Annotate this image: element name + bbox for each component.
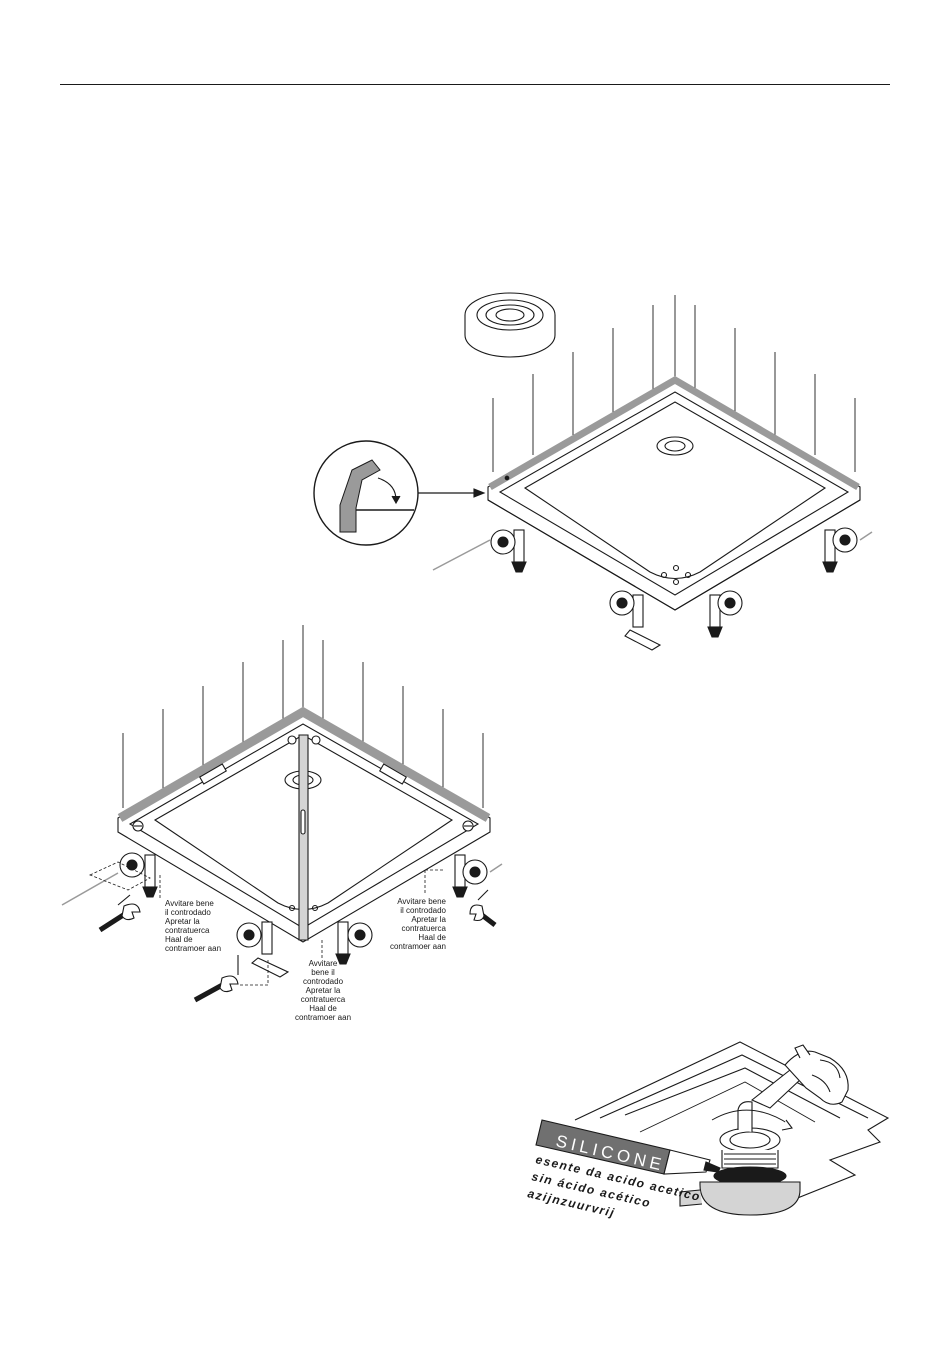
note-center-line: Haal de bbox=[309, 1004, 337, 1013]
note-center-line: bene il bbox=[311, 968, 335, 977]
figure-tray-tape bbox=[314, 293, 872, 650]
note-left-line: Avvitare bene bbox=[165, 899, 214, 908]
note-left-line: il controdado bbox=[165, 908, 211, 917]
shower-tray bbox=[488, 378, 860, 610]
leveling-notes-center: Avvitare bene il controdado Apretar la c… bbox=[295, 959, 351, 1022]
tape-roll-icon bbox=[465, 293, 555, 357]
note-right-line: contramoer aan bbox=[390, 942, 446, 951]
note-center-line: contramoer aan bbox=[295, 1013, 351, 1022]
note-center-line: contratuerca bbox=[301, 995, 346, 1004]
note-right-line: Avvitare bene bbox=[397, 897, 446, 906]
note-right-line: il controdado bbox=[400, 906, 446, 915]
note-left-line: Apretar la bbox=[165, 917, 200, 926]
note-center-line: controdado bbox=[303, 977, 344, 986]
leveling-notes-right: Avvitare bene il controdado Apretar la c… bbox=[390, 897, 447, 951]
note-center-line: Apretar la bbox=[306, 986, 341, 995]
tape-detail-magnifier bbox=[314, 441, 484, 545]
note-right-line: Apretar la bbox=[411, 915, 446, 924]
spirit-level-icon bbox=[299, 735, 308, 940]
note-right-line: Haal de bbox=[418, 933, 446, 942]
note-left-line: contramoer aan bbox=[165, 944, 221, 953]
note-left-line: contratuerca bbox=[165, 926, 210, 935]
note-right-line: contratuerca bbox=[402, 924, 447, 933]
note-left-line: Haal de bbox=[165, 935, 193, 944]
note-center-line: Avvitare bbox=[309, 959, 338, 968]
leveling-notes-left: Avvitare bene il controdado Apretar la c… bbox=[165, 899, 221, 953]
